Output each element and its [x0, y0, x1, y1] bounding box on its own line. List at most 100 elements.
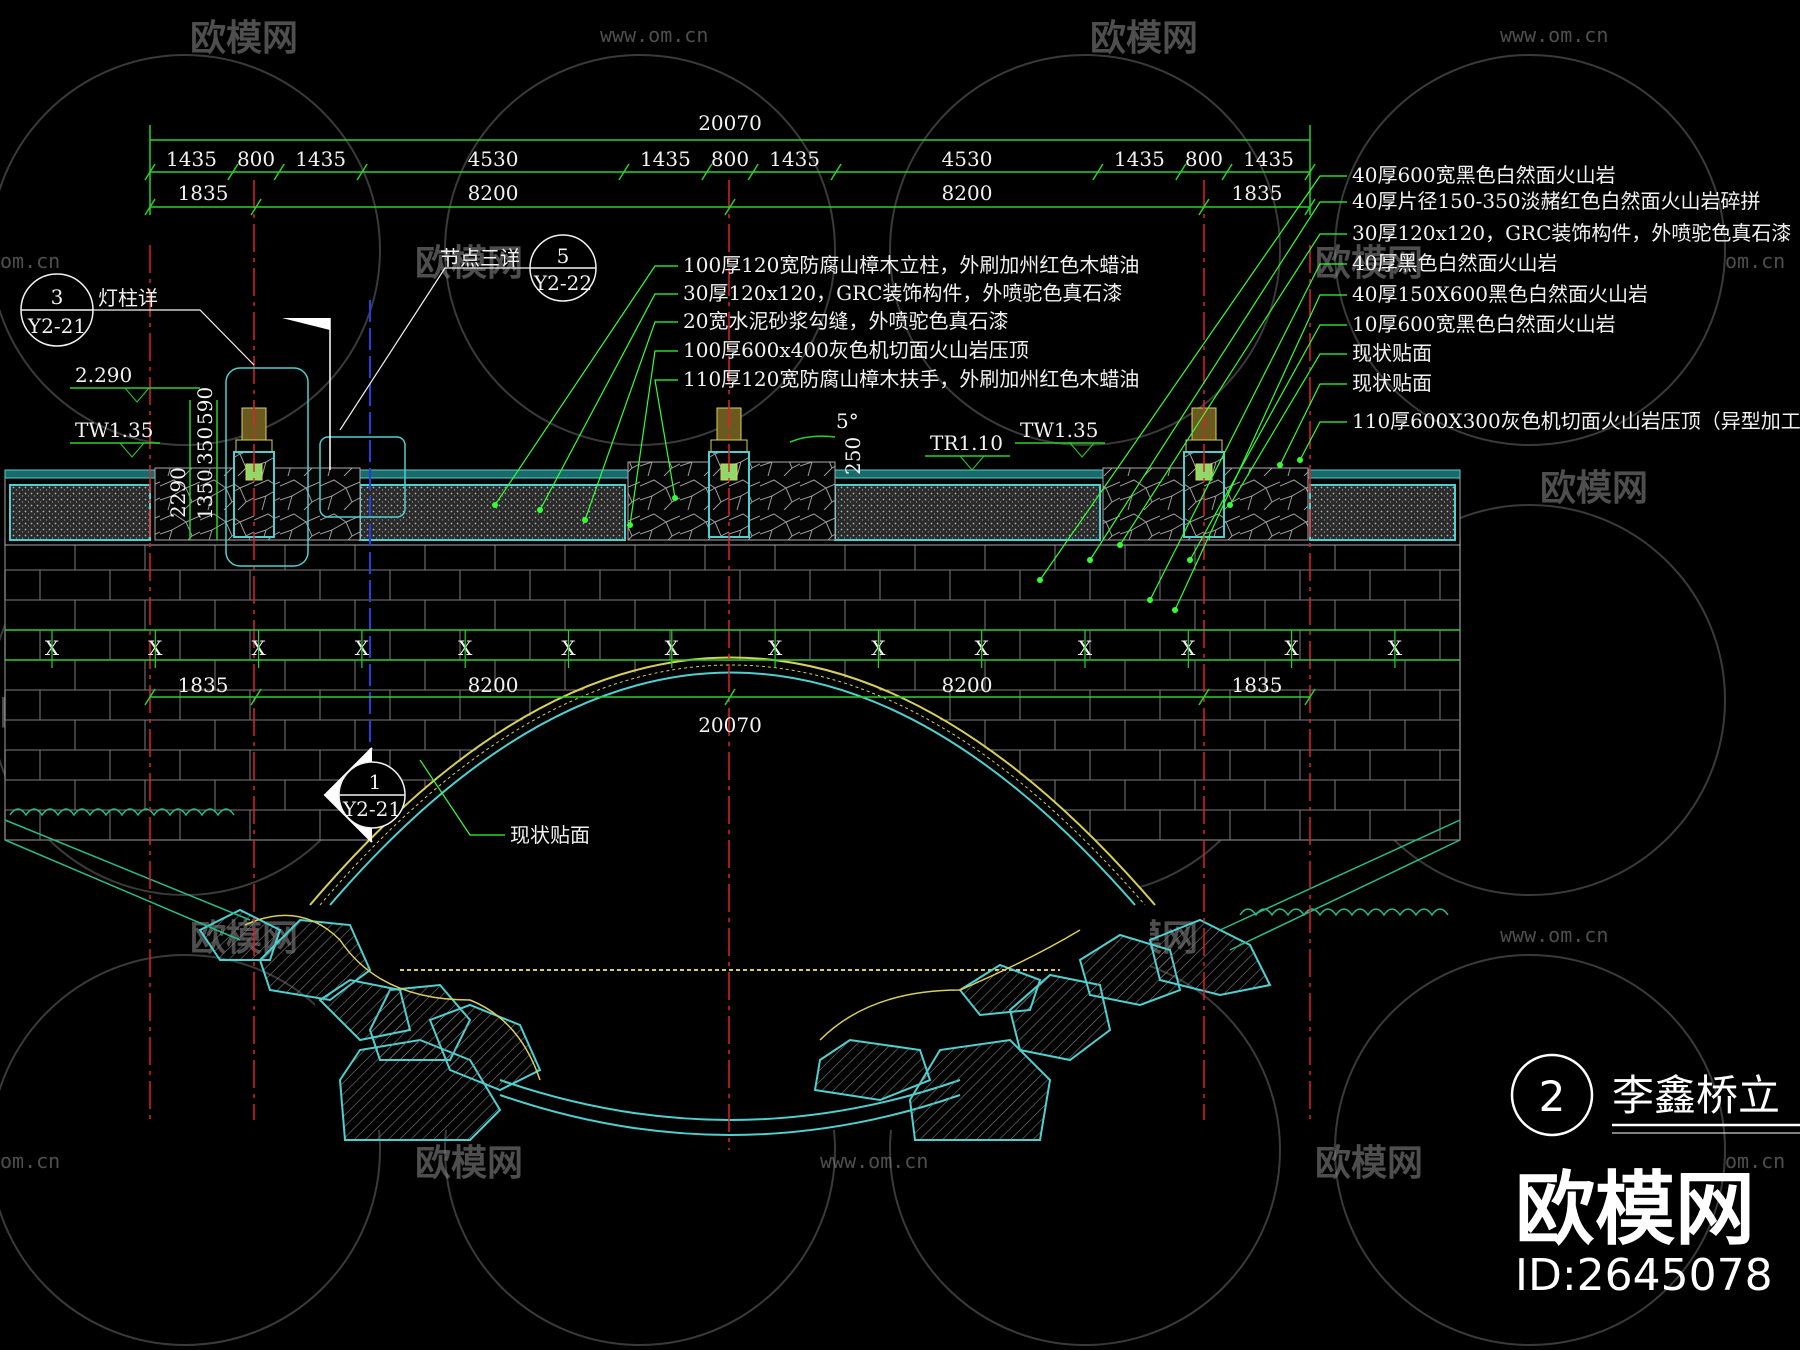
leader-dot	[1087, 557, 1093, 563]
watermark-brand: 欧模网	[415, 1143, 523, 1184]
dim-tick	[144, 688, 156, 706]
dim-tick	[1092, 163, 1104, 181]
dim-row2-label: 8200	[942, 181, 993, 205]
watermark-brand: 欧模网	[190, 18, 298, 59]
dim-1350: 1350	[193, 469, 217, 520]
dim-bottom-label: 8200	[942, 673, 993, 697]
lamp-detail-callout[interactable]: 3 Y2-21 灯柱详	[20, 273, 309, 567]
dim-row2-label: 1835	[1232, 181, 1283, 205]
dim-row2-label: 8200	[468, 181, 519, 205]
center-note: 110厚120宽防腐山樟木扶手，外刷加州红色木蜡油	[683, 367, 1139, 391]
leader-dot	[627, 522, 633, 528]
right-note: 40厚片径150-350淡赭红色白然面火山岩碎拼	[1352, 189, 1761, 213]
angle-label: 5°	[836, 409, 859, 433]
leader-dot	[582, 517, 588, 523]
node-detail-callout[interactable]: 5 Y2-22 节点三详	[319, 234, 597, 518]
arch-note-leader	[419, 759, 505, 836]
right-note-leader	[1039, 175, 1347, 581]
lamp-detail-label: 灯柱详	[98, 286, 158, 310]
railing-bay	[1309, 484, 1456, 541]
center-note: 100厚600x400灰色机切面火山岩压顶	[683, 338, 1029, 362]
level-triangle	[1068, 442, 1096, 458]
center-note-leader	[494, 265, 678, 506]
right-note-leader	[1229, 353, 1347, 506]
leader-dot	[1147, 597, 1153, 603]
watermark-url: www.om.cn	[600, 23, 708, 47]
watermark-url: www.om.cn	[1500, 923, 1608, 947]
dim-row1-label: 1435	[640, 147, 691, 171]
dim-tick	[227, 163, 239, 181]
dim-tick	[1221, 163, 1233, 181]
leader-dot	[672, 495, 678, 501]
title-number: 2	[1539, 1072, 1566, 1121]
notes-center: 100厚120宽防腐山樟木立柱，外刷加州红色木蜡油 30厚120x120，GRC装…	[492, 253, 1139, 528]
node-detail-number: 5	[557, 244, 570, 268]
watermark-brand: 欧模网	[1090, 18, 1198, 59]
leader-dot	[537, 507, 543, 513]
dim-row1-label: 1435	[1243, 147, 1294, 171]
watermark-url: om.cn	[0, 249, 60, 273]
watermark-url: om.cn	[1725, 1149, 1785, 1173]
bridge-body	[4, 407, 1461, 1141]
dim-tick	[144, 198, 156, 216]
dim-bottom-label: 1835	[178, 673, 229, 697]
right-note: 10厚600宽黑色白然面火山岩	[1352, 312, 1616, 336]
section-marker-callout[interactable]: 1 Y2-21	[323, 747, 406, 843]
dim-row1-label: 1435	[295, 147, 346, 171]
dim-bottom-label: 1835	[1232, 673, 1283, 697]
vegetation-right	[1219, 819, 1461, 951]
dim-tick	[701, 163, 713, 181]
dim-tick	[250, 198, 262, 216]
dim-tick	[356, 163, 368, 181]
dimension-lines	[5, 125, 1460, 698]
leader-dot	[1277, 462, 1283, 468]
dim-tick	[830, 163, 842, 181]
dim-row1-label: 4530	[942, 147, 993, 171]
right-note: 40厚黑色白然面火山岩	[1352, 251, 1557, 275]
arch-ring-mid	[319, 664, 1146, 906]
dim-row2-label: 1835	[178, 181, 229, 205]
flag-marker	[282, 318, 330, 330]
right-note-leader	[1299, 421, 1347, 461]
dim-row1-label: 800	[711, 147, 749, 171]
leader-dot	[1227, 502, 1233, 508]
right-note-leader	[1279, 383, 1347, 466]
center-note-leader	[584, 321, 678, 521]
watermark-url: om.cn	[0, 1149, 60, 1173]
leader-dot	[1187, 557, 1193, 563]
vegetation-left	[4, 808, 251, 941]
railing-bay	[9, 484, 151, 541]
dim-350: 350	[193, 427, 217, 465]
watermark-id: ID:2645078	[1515, 1250, 1773, 1301]
center-note: 30厚120x120，GRC装饰构件，外喷驼色真石漆	[683, 281, 1122, 305]
dim-tick	[618, 163, 630, 181]
arch-note: 现状贴面	[510, 823, 590, 847]
leader-dot	[1117, 542, 1123, 548]
watermark-brand: 欧模网	[1315, 1143, 1423, 1184]
leader-dot	[492, 502, 498, 508]
dim-tick	[1198, 688, 1210, 706]
level-triangle	[118, 442, 146, 458]
dim-tick	[1175, 163, 1187, 181]
dim-tick	[724, 198, 736, 216]
dim-total-top: 20070	[698, 111, 762, 135]
dim-tick	[144, 163, 156, 181]
right-note: 现状贴面	[1352, 341, 1432, 365]
dim-row-2: 1835 8200 8200 1835	[178, 181, 1283, 205]
railing-bay	[359, 484, 626, 541]
level-tw-left: TW1.35	[75, 418, 153, 442]
rock-group-right	[813, 918, 1272, 1141]
level-tw-right: TW1.35	[1020, 418, 1098, 442]
watermark-url: www.om.cn	[1500, 23, 1608, 47]
level-lamp-top: 2.290	[75, 363, 132, 387]
center-note: 100厚120宽防腐山樟木立柱，外刷加州红色木蜡油	[683, 253, 1139, 277]
notes-right: 40厚600宽黑色白然面火山岩40厚片径150-350淡赭红色白然面火山岩碎拼3…	[1037, 163, 1800, 613]
axis-lines	[149, 180, 1311, 1150]
dim-tick	[724, 688, 736, 706]
channel-bottom-arc	[499, 1079, 961, 1121]
right-note-leader	[1149, 263, 1347, 601]
dim-total-bottom: 20070	[698, 713, 762, 737]
dim-row1-label: 800	[1185, 147, 1223, 171]
